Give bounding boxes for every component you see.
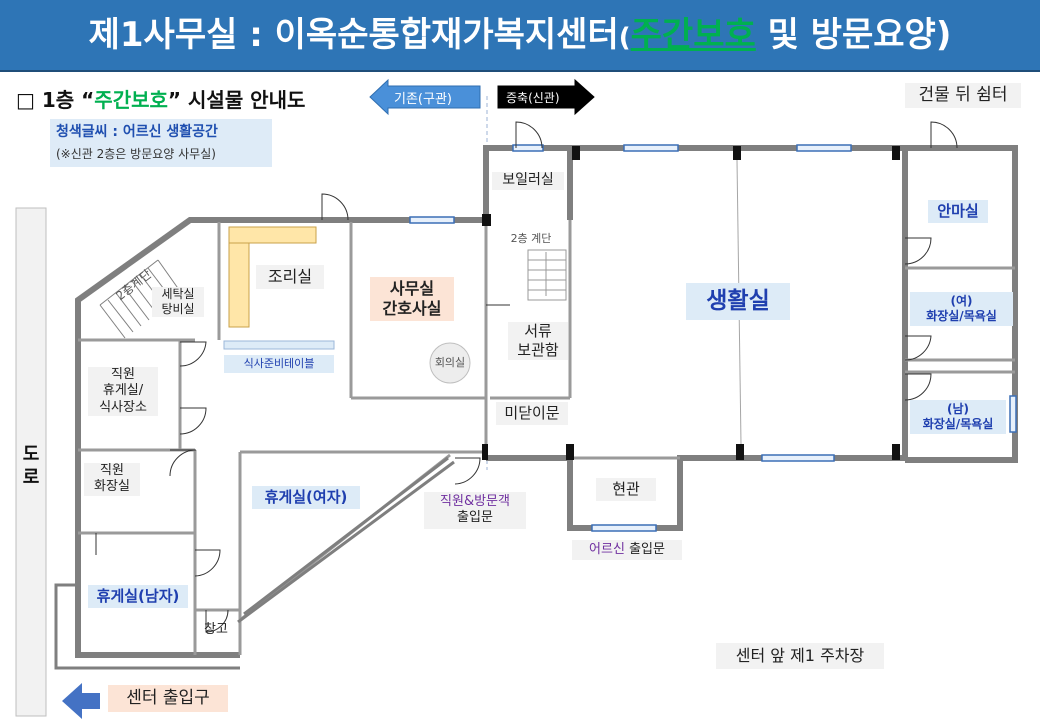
elder-entrance-label: 어르신 출입문 xyxy=(572,540,682,561)
new-building-label: 증축(신관) xyxy=(506,91,560,105)
boiler-room-label: 보일러실 xyxy=(492,172,564,190)
staff-entrance-line-2: 출입문 xyxy=(457,510,493,526)
storage-label: 창고 xyxy=(204,622,228,637)
center-entrance-label: 센터 출입구 xyxy=(108,685,228,713)
center-entrance-arrow xyxy=(62,683,100,719)
staff-toilet-label: 직원 화장실 xyxy=(84,463,140,496)
massage-room-label: 안마실 xyxy=(928,200,988,223)
legend-note: 청색글씨 : 어르신 생활공간 (※신관 2층은 방문요양 사무실) xyxy=(50,119,272,167)
documents-label: 서류 보관함 xyxy=(508,322,568,360)
subtitle-highlight: 주간보호 xyxy=(94,88,168,112)
men-toilet-label: (남) 화장실/목욕실 xyxy=(910,400,1006,434)
men-lounge-label: 휴게실(남자) xyxy=(88,585,188,608)
arrow-new-building xyxy=(497,78,595,116)
new-building-stairs xyxy=(527,249,567,301)
left-stairs xyxy=(99,259,183,339)
staff-entrance-label: 직원&방문객 출입문 xyxy=(424,492,526,529)
arrow-old-building xyxy=(369,78,481,116)
staff-entrance-line-1: 직원&방문객 xyxy=(440,494,510,509)
parking-label: 센터 앞 제1 주차장 xyxy=(716,643,884,669)
road-strip xyxy=(15,207,47,717)
meeting-room-label: 회의실 xyxy=(434,356,466,369)
entrance-hall-label: 현관 xyxy=(596,478,656,501)
old-building-label: 기존(구관) xyxy=(394,92,452,107)
meeting-table xyxy=(429,342,471,384)
columns xyxy=(482,146,900,460)
stairs-2f-label: 2층 계단 xyxy=(510,232,552,245)
walls xyxy=(54,145,1018,670)
staff-lounge-label: 직원 휴게실/ 식사장소 xyxy=(88,367,158,416)
laundry-label: 세탁실 탕비실 xyxy=(152,287,204,317)
meal-table-bar xyxy=(223,340,335,350)
subtitle-prefix: □ 1층 “ xyxy=(16,88,95,112)
title-rest: 및 방문요양) xyxy=(755,15,952,55)
subtitle-suffix: ” 시설물 안내도 xyxy=(167,88,306,112)
office-label: 사무실 간호사실 xyxy=(370,277,454,321)
title-highlight: 주간보호 xyxy=(630,15,756,55)
diagonal-corridor xyxy=(237,456,455,624)
legend-line-1: 청색글씨 : 어르신 생활공간 xyxy=(56,124,218,140)
meal-table-label: 식사준비테이블 xyxy=(224,355,334,373)
windows xyxy=(409,144,1017,532)
title-paren-open: ( xyxy=(618,23,631,53)
living-room-label: 생활실 xyxy=(686,283,790,320)
elder-entrance-line-1: 어르신 xyxy=(589,542,625,557)
floor-subtitle: □ 1층 “주간보호” 시설물 안내도 xyxy=(16,84,305,113)
title-banner: 제1사무실 : 이옥순통합재가복지센터(주간보호 및 방문요양) xyxy=(0,0,1040,72)
women-toilet-label: (여) 화장실/목욕실 xyxy=(910,292,1013,326)
rear-shelter-label: 건물 뒤 쉼터 xyxy=(905,83,1021,109)
elder-entrance-line-2: 출입문 xyxy=(624,542,665,557)
legend-line-2: (※신관 2층은 방문요양 사무실) xyxy=(56,147,216,161)
kitchen-label: 조리실 xyxy=(256,265,324,289)
doors xyxy=(95,121,958,633)
kitchen-counter xyxy=(228,226,317,328)
women-lounge-label: 휴게실(여자) xyxy=(252,486,360,509)
title-main: 제1사무실 : 이옥순통합재가복지센터 xyxy=(88,15,619,55)
road-label: 도 로 xyxy=(22,444,40,488)
sliding-door-label: 미닫이문 xyxy=(496,402,568,425)
